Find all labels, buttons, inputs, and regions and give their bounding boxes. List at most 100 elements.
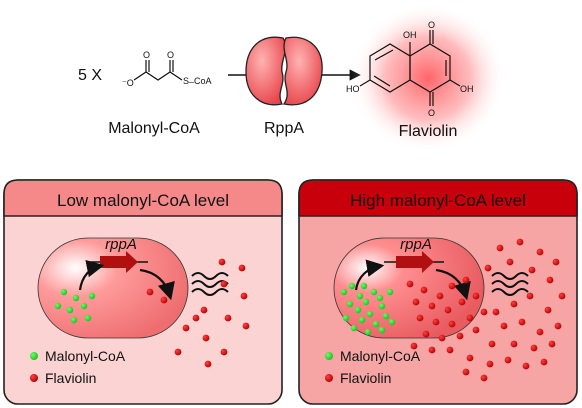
rppa-enzyme-icon <box>245 36 323 106</box>
flaviolin-dot <box>218 258 226 266</box>
flaviolin-dot <box>536 328 544 336</box>
flaviolin-dot <box>174 348 182 356</box>
flaviolin-dot <box>202 334 210 342</box>
flaviolin-dot <box>438 334 446 342</box>
flaviolin-dot <box>472 292 480 300</box>
flaviolin-dot <box>412 298 420 306</box>
malonyl-coa-structure <box>133 60 183 81</box>
malonyl-dot <box>348 282 356 290</box>
product-label: Flaviolin <box>399 123 458 140</box>
flaviolin-dot <box>506 258 514 266</box>
flaviolin-dot <box>480 374 488 382</box>
atom-o-2: O <box>167 50 174 60</box>
flaviolin-dot <box>554 322 562 330</box>
mrna-icon-low <box>191 272 229 296</box>
malonyl-dot <box>84 314 92 322</box>
panel-low-header <box>3 179 283 217</box>
flaviolin-dot <box>558 292 566 300</box>
flaviolin-dot <box>220 280 228 288</box>
malonyl-dot <box>378 302 386 310</box>
gene-label-high: rppA <box>400 236 432 253</box>
malonyl-dot <box>354 306 362 314</box>
malonyl-dot <box>370 288 378 296</box>
multiplier-label: 5 X <box>78 67 102 84</box>
flaviolin-dot <box>540 358 548 366</box>
flaviolin-dots-low <box>146 258 250 368</box>
gene-label-low: rppA <box>105 236 137 253</box>
flaviolin-dot <box>522 362 530 370</box>
flaviolin-dots-high <box>406 238 566 382</box>
flaviolin-dot <box>472 326 480 334</box>
flaviolin-dot <box>510 340 518 348</box>
atom-o-bottom: O <box>428 108 435 118</box>
malonyl-dot <box>60 288 68 296</box>
malonyl-dot <box>360 282 368 290</box>
flaviolin-dot <box>462 276 470 284</box>
malonyl-dot <box>366 310 374 318</box>
atom-ho-left: HO <box>346 84 360 94</box>
flaviolin-dot <box>422 330 430 338</box>
flaviolin-dot <box>484 264 492 272</box>
malonyl-dot <box>72 294 80 302</box>
malonyl-dot <box>382 312 390 320</box>
flaviolin-dot <box>200 306 208 314</box>
flaviolin-dot <box>528 266 536 274</box>
flaviolin-dot <box>548 340 556 348</box>
flaviolin-dot <box>192 314 200 322</box>
flaviolin-dot <box>552 258 560 266</box>
flaviolin-dot <box>458 298 466 306</box>
flaviolin-dot <box>546 276 554 284</box>
enzyme-label: RppA <box>264 120 304 137</box>
atom-oh-top: OH <box>403 30 417 40</box>
transcript-arrow-high <box>435 268 471 301</box>
malonyl-dot <box>372 320 380 328</box>
flaviolin-structure <box>359 30 461 106</box>
flaviolin-dot <box>204 360 212 368</box>
flaviolin-dot <box>160 296 168 304</box>
cell-low <box>37 237 189 339</box>
legend-flaviolin-dot-low <box>30 374 38 382</box>
malonyl-dot <box>70 316 78 324</box>
flaviolin-dot <box>500 322 508 330</box>
flaviolin-dot <box>410 342 418 350</box>
uptake-arrow-low <box>78 259 105 291</box>
gene-arrow-low <box>100 251 138 273</box>
atom-o-1: O <box>143 50 150 60</box>
flaviolin-dot <box>448 320 456 328</box>
legend-flaviolin-label-high: Flaviolin <box>340 370 391 386</box>
flaviolin-dot <box>448 282 456 290</box>
legend-malonyl-label-high: Malonyl-CoA <box>340 348 421 364</box>
flaviolin-dot <box>466 314 474 322</box>
flaviolin-dot <box>146 288 154 296</box>
flaviolin-dot <box>238 264 246 272</box>
malonyl-dot <box>66 306 74 314</box>
malonyl-dot <box>362 298 370 306</box>
transcript-arrow-low <box>139 268 175 301</box>
malonyl-dot <box>54 302 62 310</box>
uptake-arrow-high <box>354 259 385 291</box>
flaviolin-dot <box>240 292 248 300</box>
flaviolin-dot <box>182 324 190 332</box>
atom-oh-right: OH <box>460 84 474 94</box>
legend-malonyl-dot-high <box>325 352 333 360</box>
malonyl-dot <box>386 288 394 296</box>
reaction-scheme: 5 X ⁻O O O S ̶ CoA Malonyl-CoA RppA <box>78 3 506 153</box>
flaviolin-dot <box>466 354 474 362</box>
flaviolin-dot <box>530 344 538 352</box>
flaviolin-dot <box>456 332 464 340</box>
flaviolin-dot <box>480 308 488 316</box>
flaviolin-dot <box>504 356 512 364</box>
malonyl-dots-low <box>54 288 96 324</box>
atom-o-top: O <box>428 20 435 30</box>
flaviolin-dot <box>526 292 534 300</box>
malonyl-dot <box>342 314 350 322</box>
flaviolin-dot <box>446 346 454 354</box>
flaviolin-dot <box>462 368 470 376</box>
flaviolin-dot <box>416 314 424 322</box>
malonyl-dot <box>356 292 364 300</box>
legend-flaviolin-dot-high <box>325 374 333 382</box>
panel-low: Low malonyl-CoA level rppA Malonyl-CoA F… <box>3 179 283 405</box>
flaviolin-dot <box>510 300 518 308</box>
flaviolin-dot <box>444 306 452 314</box>
panel-high-header <box>298 179 578 217</box>
